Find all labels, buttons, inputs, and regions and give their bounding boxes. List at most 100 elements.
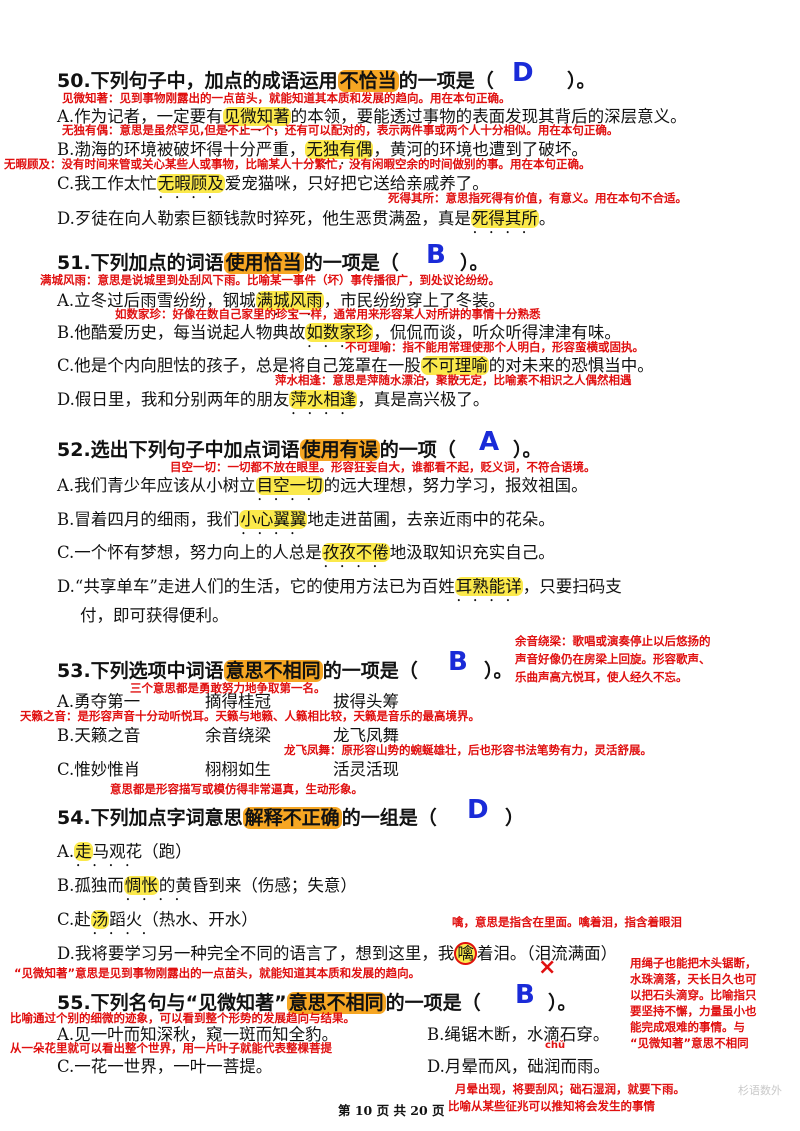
q54-stem-end: ）: [505, 807, 525, 829]
q50-b-post: ，黄河的环境也遭到了破坏。: [373, 140, 588, 159]
q53-note-a: 三个意思都是勇敢努力地争取第一名。: [130, 681, 326, 695]
q54-wrong-mark: ×: [538, 955, 557, 980]
q51-note-c: 不可理喻：指不能用常理使那个人明白，形容蛮横或固执。: [345, 340, 644, 354]
q53-c1: C.惟妙惟肖: [57, 760, 141, 779]
q50-option-a: A.作为记者，一定要有见微知著的本领，要能透过事物的表面发现其背后的深层意义。: [57, 103, 687, 127]
q52-c-idiom: 孜孜不倦: [321, 543, 390, 562]
q55-note-d2: 比喻从某些征兆可以推知将会发生的事情: [448, 1099, 655, 1113]
q51-option-a: A.立冬过后雨雪纷纷，钢城满城风雨，市民纷纷穿上了冬装。: [57, 287, 505, 311]
q52-d-pre: D.“共享单车”走进人们的生活，它的使用方法已为百姓: [57, 577, 455, 596]
q51-a-pre: A.立冬过后雨雪纷纷，钢城: [57, 291, 256, 310]
q51-a-post: ，市民纷纷穿上了冬装。: [323, 291, 506, 310]
q52-option-b: B.冒着四月的细雨，我们小心翼翼地走进苗圃，去亲近雨中的花朵。: [57, 506, 555, 530]
q54-b-post: 的黄昏到来（伤感；失意）: [158, 876, 357, 895]
q51-d-idiom: 萍水相逢: [289, 390, 358, 409]
q54-a-word: 走: [74, 842, 93, 861]
q53-stem: 53.下列选项中词语意思不相同的一项是（: [57, 656, 418, 683]
q54-note-d: 噙，意思是指含在里面。噙着泪，指含着眼泪: [452, 915, 682, 929]
q53-a3: 拔得头筹: [333, 692, 399, 711]
q50-stem: 50.下列句子中，加点的成语运用不恰当的一项是（: [57, 66, 494, 93]
q52-a-post: 的远大理想，努力学习，报效祖国。: [323, 476, 588, 495]
q55-stem: 55.下列名句与“见微知著”意思不相同的一项是（: [57, 988, 481, 1015]
q54-stem-highlight: 解释不正确: [242, 807, 342, 829]
q50-b-pre: B.渤海的环境被破坏得十分严重，: [57, 140, 306, 159]
q51-stem-highlight: 使用恰当: [223, 252, 304, 274]
q53-note-right-line: 余音绕梁：歌唱或演奏停止以后悠扬的: [515, 634, 711, 648]
q52-option-a: A.我们青少年应该从小树立目空一切的远大理想，努力学习，报效祖国。: [57, 472, 588, 496]
q50-stem-text2: 的一项是（: [398, 70, 494, 92]
q51-stem-text: 51.下列加点的词语: [57, 252, 224, 274]
q55-note-a2: 从一朵花里就可以看出整个世界，用一片叶子就能代表整棵菩提: [10, 1041, 332, 1055]
q55-note-a1: 比喻通过个别的细微的迹象，可以看到整个形势的发展趋向与结果。: [10, 1011, 355, 1025]
q51-answer: B: [426, 240, 446, 270]
q50-stem-highlight: 不恰当: [337, 70, 399, 92]
q52-option-d-line2: 付，即可获得便利。: [80, 606, 229, 625]
q55-note-right: 用绳子也能把木头锯断， 水珠滴落，天长日久也可 以把石头滴穿。比喻指只 要坚持不…: [630, 955, 757, 1051]
q52-stem-highlight: 使用有误: [299, 439, 380, 461]
q54-c-post: 蹈火（热水、开水）: [109, 910, 258, 929]
q54-d-pre: D.我将要学习另一种完全不同的语言了，想到这里，我: [57, 944, 455, 963]
q50-c-pre: C.我工作太忙: [57, 174, 157, 193]
q54-stem-text: 54.下列加点字词意思: [57, 807, 243, 829]
q54-c-word: 汤: [90, 910, 110, 929]
q53-b1: B.天籁之音: [57, 726, 141, 745]
q51-option-c: C.他是个内向胆怯的孩子，总是将自己笼罩在一股不可理喻的对未来的恐惧当中。: [57, 352, 654, 376]
q52-b-idiom: 小心翼翼: [239, 510, 308, 529]
q50-stem-text: 50.下列句子中，加点的成语运用: [57, 70, 338, 92]
q54-d-post: 着泪。（泪流满面）: [476, 944, 618, 963]
q54-a-pre: A.: [57, 842, 75, 861]
q55-stem-highlight: 意思不相同: [286, 992, 386, 1014]
q55-option-c: C.一花一世界，一叶一菩提。: [57, 1057, 273, 1076]
q53-stem-text: 53.下列选项中词语: [57, 660, 224, 682]
q51-note-b: 如数家珍：好像在数自己家里的珍宝一样，通常用来形容某人对所讲的事情十分熟悉: [115, 307, 541, 321]
q52-d-post: ，只要扫码支: [522, 577, 622, 596]
q52-option-c: C.一个怀有梦想，努力向上的人总是孜孜不倦地汲取知识充实自己。: [57, 539, 555, 563]
q51-c-post: 的对未来的恐惧当中。: [488, 356, 654, 375]
q50-d-pre: D.歹徒在向人勒索巨额钱款时猝死，他生恶贯满盈，真是: [57, 209, 471, 228]
q52-answer: A: [479, 427, 500, 457]
q54-option-a: A.走马观花（跑）: [57, 838, 192, 862]
q50-stem-end: ）。: [567, 70, 596, 92]
q50-d-idiom: 死得其所: [470, 209, 539, 228]
q54-option-d: D.我将要学习另一种完全不同的语言了，想到这里，我噙着泪。（泪流满面）: [57, 940, 618, 965]
q53-a1: A.勇夺第一: [57, 692, 141, 711]
q52-option-d: D.“共享单车”走进人们的生活，它的使用方法已为百姓耳熟能详，只要扫码支: [57, 573, 622, 597]
q50-a-pre: A.作为记者，一定要有: [57, 107, 223, 126]
q50-b-idiom: 无独有偶: [305, 140, 374, 159]
q53-note-right: 余音绕梁：歌唱或演奏停止以后悠扬的 声音好像仍在房梁上回旋。形容歌声、 乐曲声高…: [515, 632, 711, 686]
page-number: 第 10 页 共 20 页: [338, 1103, 445, 1118]
q52-c-pre: C.一个怀有梦想，努力向上的人总是: [57, 543, 322, 562]
q53-note-c-right: 龙飞凤舞：原形容山势的蜿蜒雄壮，后也形容书法笔势有力，灵活舒展。: [284, 743, 652, 757]
q50-c-post: 爱宠猫咪，只好把它送给亲戚养了。: [224, 174, 489, 193]
q55-answer: B: [515, 980, 535, 1010]
q51-stem-text2: 的一项是（: [303, 252, 399, 274]
q52-stem-end: ）。: [513, 439, 542, 461]
q54-b-word: 惆怅: [123, 876, 159, 895]
q55-note-right-line: 用绳子也能把木头锯断，: [630, 956, 757, 970]
q50-a-post: 的本领，要能透过事物的表面发现其背后的深层意义。: [290, 107, 687, 126]
q50-option-d: D.歹徒在向人勒索巨额钱款时猝死，他生恶贯满盈，真是死得其所。: [57, 205, 555, 229]
q52-b-pre: B.冒着四月的细雨，我们: [57, 510, 240, 529]
q54-a-post: 马观花（跑）: [92, 842, 192, 861]
watermark: 杉语数外: [738, 1084, 782, 1097]
q52-a-idiom: 目空一切: [255, 476, 324, 495]
q51-note-top: 满城风雨：意思是说城里到处刮风下雨。比喻某一事件（坏）事传播很广，到处议论纷纷。: [40, 273, 500, 287]
q51-d-post: ，真是高兴极了。: [357, 390, 490, 409]
q50-a-idiom: 见微知著: [222, 107, 291, 126]
q51-b-post: ，侃侃而谈，听众听得津津有味。: [373, 323, 621, 342]
q52-c-post: 地汲取知识充实自己。: [389, 543, 555, 562]
q55-stem-text2: 的一项是（: [385, 992, 481, 1014]
q51-c-pre: C.他是个内向胆怯的孩子，总是将自己笼罩在一股: [57, 356, 421, 375]
q51-b-pre: B.他酷爱历史，每当说起人物典故: [57, 323, 306, 342]
q53-b3: 龙飞凤舞: [333, 726, 399, 745]
q53-stem-highlight: 意思不相同: [223, 660, 323, 682]
q55-note-top: “见微知著”意思是见到事物刚露出的一点苗头，就能知道其本质和发展的趋向。: [14, 966, 421, 980]
q51-b-idiom: 如数家珍: [305, 323, 374, 342]
q53-b2: 余音绕梁: [205, 726, 271, 745]
q51-option-b: B.他酷爱历史，每当说起人物典故如数家珍，侃侃而谈，听众听得津津有味。: [57, 319, 621, 343]
q51-c-idiom: 不可理喻: [420, 356, 489, 375]
q54-b-pre: B.孤独而: [57, 876, 124, 895]
q55-option-a: A.见一叶而知深秋，窥一斑而知全豹。: [57, 1025, 339, 1044]
q54-option-c: C.赴汤蹈火（热水、开水）: [57, 906, 258, 930]
q50-d-post: 。: [538, 209, 556, 228]
